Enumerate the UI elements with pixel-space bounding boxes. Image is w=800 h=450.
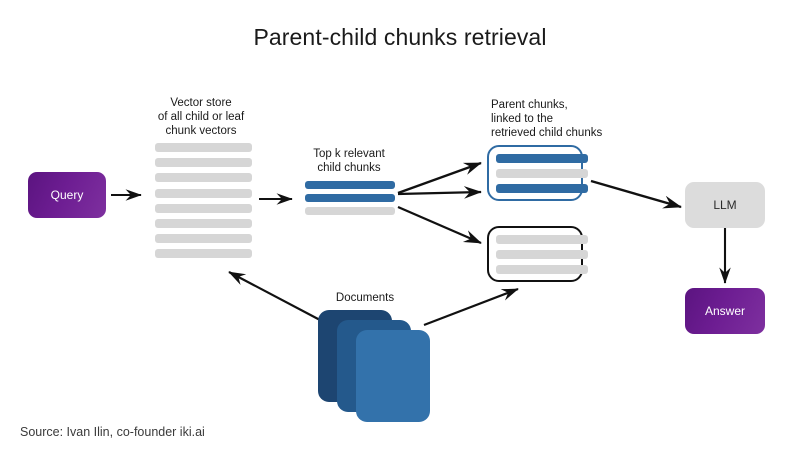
parent-chunk-bar	[496, 264, 588, 274]
node-query-label: Query	[50, 188, 84, 202]
node-llm-label: LLM	[713, 198, 737, 212]
parent-chunk-bar-selected	[496, 153, 588, 163]
top-k-chunk-bar-selected	[305, 181, 395, 189]
parent-chunk-box-1[interactable]	[487, 145, 588, 201]
arrow-top-k-to-parent-chunk-1a	[397, 161, 482, 195]
top-k-chunk-bar-selected	[305, 194, 395, 202]
parent-chunk-bar	[496, 249, 588, 259]
vector-store-bar	[155, 173, 252, 183]
vector-store-bar	[155, 158, 252, 168]
parent-chunk-bar	[496, 234, 588, 244]
top-k-chunks-bars	[305, 181, 395, 215]
documents-stack[interactable]	[318, 310, 438, 422]
top-k-chunk-bar	[305, 207, 395, 215]
node-query[interactable]: Query	[28, 172, 106, 218]
parent-chunk-bar	[496, 168, 588, 178]
node-answer-label: Answer	[704, 304, 745, 318]
document-card-front	[356, 330, 430, 422]
node-answer[interactable]: Answer	[685, 288, 765, 334]
arrow-top-k-to-parent-chunk-1b	[397, 186, 482, 199]
vector-store-bar	[155, 188, 252, 198]
source-attribution: Source: Ivan Ilin, co-founder iki.ai	[20, 425, 205, 439]
vector-store-bar	[155, 203, 252, 213]
arrow-documents-to-vector-store	[228, 271, 321, 321]
page-title: Parent-child chunks retrieval	[253, 24, 547, 50]
parent-chunks-label: Parent chunks, linked to the retrieved c…	[491, 99, 603, 139]
vector-store-bar	[155, 143, 252, 152]
documents-label: Documents	[335, 292, 395, 304]
vector-store-bars	[155, 143, 252, 265]
parent-chunk-box-2[interactable]	[487, 226, 588, 282]
vector-store-bar	[155, 218, 252, 228]
node-llm[interactable]: LLM	[685, 182, 765, 228]
arrow-documents-to-parent-chunk-2	[423, 287, 519, 327]
vector-store-bar	[155, 249, 252, 259]
top-k-chunks-label: Top k relevant child chunks	[313, 148, 385, 174]
arrow-parent-chunk-to-llm	[590, 179, 682, 209]
vector-store-bar	[155, 234, 252, 244]
vector-store-label: Vector store of all child or leaf chunk …	[157, 97, 245, 137]
parent-chunk-bar-selected	[496, 183, 588, 193]
arrow-top-k-to-parent-chunk-2	[397, 205, 482, 245]
